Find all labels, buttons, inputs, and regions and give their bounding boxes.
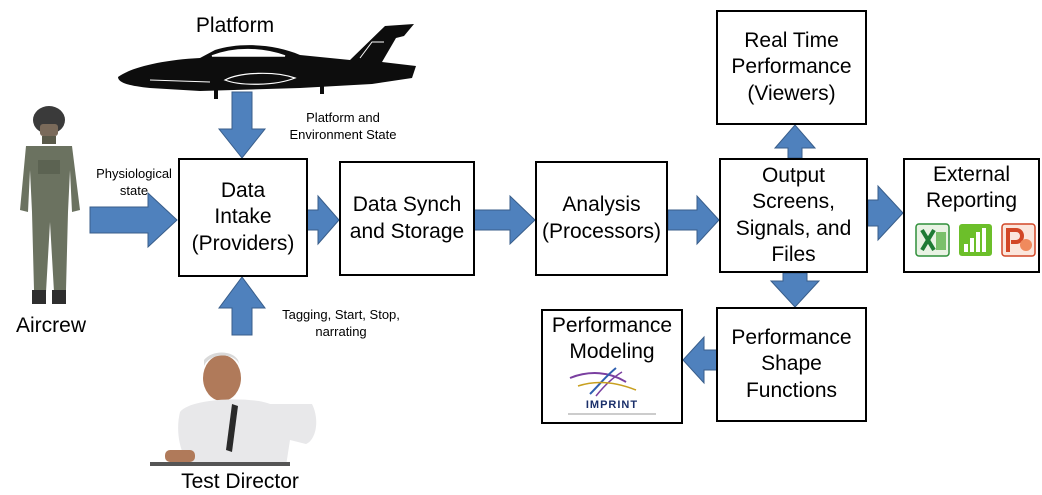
tagging-label: Tagging, Start, Stop, narrating [282, 307, 400, 339]
data-intake-text: Data Intake (Providers) [191, 179, 295, 255]
arrow-analysis-to-output [667, 194, 720, 246]
powerpoint-icon [1001, 223, 1036, 257]
analysis-text: Analysis (Processors) [541, 193, 662, 243]
output-text: Output Screens, Signals, and Files [735, 164, 852, 266]
arrow-output-to-shape [769, 272, 821, 308]
arrow-aircrew-to-intake [89, 191, 178, 249]
arrow-synch-to-analysis [473, 194, 536, 246]
chart-icon [959, 224, 992, 256]
test-director-label: Test Director [181, 470, 299, 493]
arrow-output-to-external [867, 184, 904, 242]
imprint-logo-text: IMPRINT [586, 399, 638, 411]
external-reporting-text: External Reporting [925, 163, 1018, 213]
aircrew-label: Aircrew [15, 314, 86, 337]
performance-shape-functions-box: Performance Shape Functions [716, 307, 867, 422]
real-time-performance-box: Real Time Performance (Viewers) [716, 10, 867, 125]
arrow-director-to-intake [218, 276, 266, 336]
arrow-platform-to-intake [217, 91, 267, 159]
data-synch-box: Data Synch and Storage [339, 161, 475, 276]
output-box: Output Screens, Signals, and Files [719, 158, 868, 273]
arrow-output-to-realtime [773, 124, 817, 159]
data-intake-box: Data Intake (Providers) [178, 158, 308, 277]
arrow-intake-to-synch [306, 194, 340, 246]
arrow-shape-to-modeling [682, 335, 718, 385]
excel-icon [915, 223, 950, 257]
performance-modeling-box: Performance Modeling [541, 309, 683, 424]
real-time-performance-text: Real Time Performance (Viewers) [731, 29, 852, 105]
performance-modeling-text: Performance Modeling [551, 314, 673, 364]
data-synch-text: Data Synch and Storage [349, 193, 465, 243]
platform-environment-label: Platform and Environment State [289, 110, 397, 142]
analysis-box: Analysis (Processors) [535, 161, 668, 276]
platform-label: Platform [195, 14, 275, 37]
performance-shape-functions-text: Performance Shape Functions [731, 326, 852, 402]
physiological-state-label: Physiological state [96, 166, 172, 198]
